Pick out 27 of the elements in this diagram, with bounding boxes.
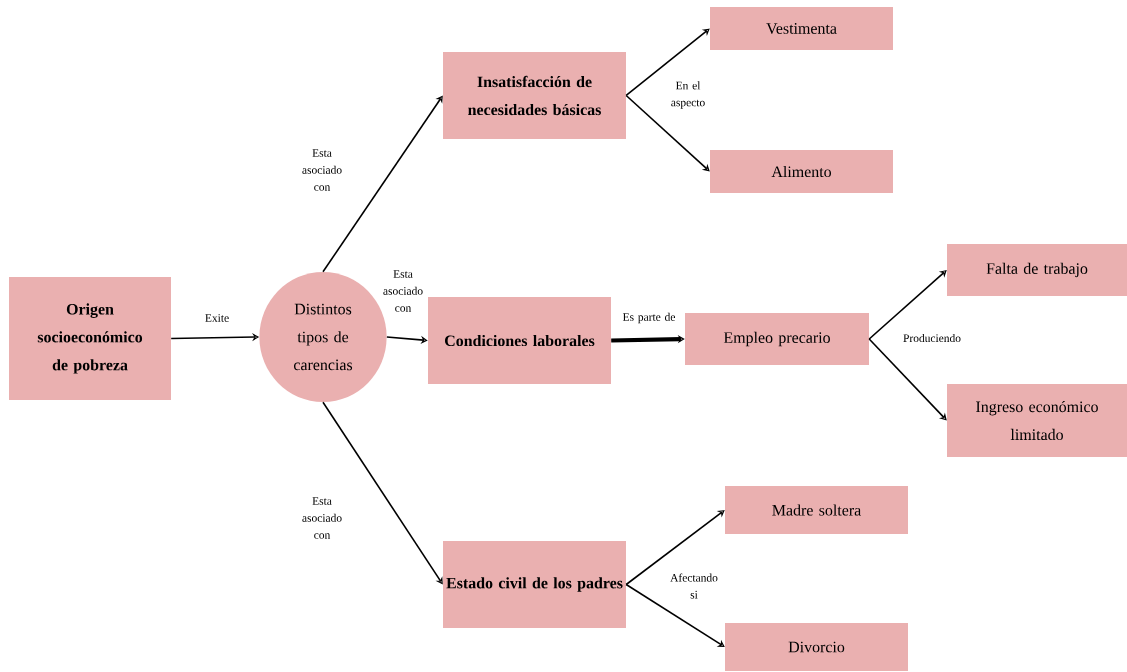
edge-label: Es parte de	[622, 312, 675, 324]
concept-box: Alimento	[710, 150, 893, 193]
edge-label: Esta asociado con	[302, 149, 342, 191]
edge-label: Esta asociado con	[302, 497, 342, 539]
concept-box: Estado civil de los padres	[443, 541, 626, 628]
arrow	[386, 335, 428, 344]
edge-label: Produciendo	[903, 333, 961, 342]
edge-label: Exite	[205, 314, 229, 322]
concept-box: Insatisfacción de necesidades básicas	[443, 52, 626, 139]
arrow	[625, 94, 710, 172]
edge-label: En el aspecto	[671, 81, 705, 109]
concept-box: Vestimenta	[710, 7, 893, 50]
concept-box: Divorcio	[725, 623, 908, 671]
concept-box: Ingreso económico limitado	[947, 384, 1127, 457]
concept-box: Origen socioeconómico de pobreza	[9, 277, 171, 400]
concept-box: Condiciones laborales	[428, 297, 611, 384]
arrow	[868, 270, 947, 340]
concept-box: Madre soltera	[725, 486, 908, 534]
arrow	[625, 28, 710, 97]
edge-label: Afectando si	[670, 573, 718, 599]
arrow	[322, 401, 443, 585]
arrow	[625, 583, 725, 647]
arrow	[322, 95, 443, 273]
arrow	[868, 338, 947, 421]
concept-box: Falta de trabajo	[947, 244, 1127, 296]
arrow	[625, 510, 725, 586]
concept-box: Empleo precario	[685, 313, 869, 365]
